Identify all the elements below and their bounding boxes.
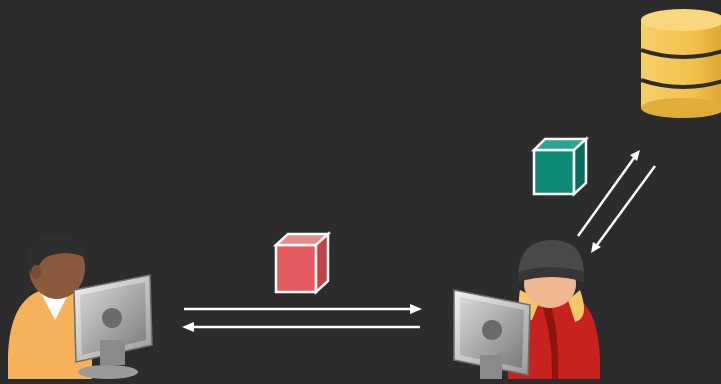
arrow-database-to-user [591,166,655,253]
red-cube-icon [276,234,328,292]
database-icon [641,9,721,118]
arrow-user-to-database [578,150,640,236]
monitor-right-icon [454,290,530,379]
teal-cube-icon [534,139,586,194]
arrow-right-to-left [182,322,420,332]
arrow-left-to-right [184,304,422,314]
